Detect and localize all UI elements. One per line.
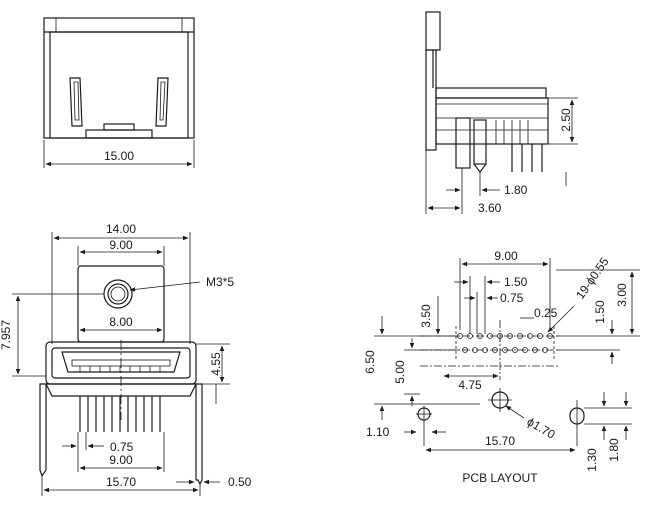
offset-label: 0.25 xyxy=(534,306,558,320)
left-hole-label: 1.10 xyxy=(366,425,390,439)
big-hole-label: ϕ1.70 xyxy=(525,414,558,441)
pin-pitch-label: 0.75 xyxy=(110,440,134,454)
width-label-top: 15.00 xyxy=(104,149,134,163)
bracket-width-label: 9.00 xyxy=(109,238,133,252)
post-right xyxy=(473,119,487,165)
height-label-bottom: 7.957 xyxy=(0,320,13,350)
base xyxy=(45,383,197,397)
height-label-side: 2.50 xyxy=(559,108,573,132)
pin-span-label: 9.00 xyxy=(109,453,133,467)
pin-hole-grid xyxy=(420,320,560,380)
pcb-layout: 9.00 1.50 0.75 0.25 19-ϕ0.55 3.00 1.50 3… xyxy=(363,249,640,485)
latch-right xyxy=(155,77,169,127)
post-left xyxy=(455,117,471,169)
depth-label-side: 3.60 xyxy=(478,201,502,215)
span-b-label: 4.75 xyxy=(458,378,482,392)
side-view: 2.50 1.80 3.60 xyxy=(425,11,578,215)
leg-thickness-label: 0.50 xyxy=(228,475,252,489)
pcb-layout-title: PCB LAYOUT xyxy=(462,471,538,485)
shell-height-label: 4.55 xyxy=(209,352,223,376)
pitch-a-label: 1.50 xyxy=(504,275,528,289)
shell-top xyxy=(435,87,547,99)
pcb-leg-span-label: 15.70 xyxy=(485,434,515,448)
leg-span-label: 15.70 xyxy=(106,475,136,489)
row-h2-label: 3.00 xyxy=(615,283,629,307)
front-view-bottom: 14.00 9.00 M3*5 8.00 7.957 xyxy=(0,222,252,496)
leg-right xyxy=(195,383,203,486)
screw-label: M3*5 xyxy=(206,275,234,289)
bracket-top xyxy=(425,11,441,51)
total-h-label: 6.50 xyxy=(363,350,377,374)
pitch-b-label: 0.75 xyxy=(500,291,524,305)
receptacle-opening xyxy=(61,351,181,373)
width-label-bottom: 14.00 xyxy=(106,222,136,236)
mid-h-label: 5.00 xyxy=(393,360,407,384)
shell-outline xyxy=(43,17,195,139)
pcb-span-label: 9.00 xyxy=(494,249,518,263)
pitch-label-side: 1.80 xyxy=(504,183,528,197)
leg-left xyxy=(39,383,47,478)
row-h1-label: 3.50 xyxy=(419,304,433,328)
row-h3-label: 1.50 xyxy=(593,300,607,324)
slot-h-label: 1.80 xyxy=(607,438,621,462)
latch-left xyxy=(69,77,83,127)
front-view-top: 15.00 xyxy=(43,17,195,168)
slot-w-label: 1.30 xyxy=(585,448,599,472)
bracket-inner-label: 8.00 xyxy=(109,315,133,329)
holes-label: 19-ϕ0.55 xyxy=(573,255,612,302)
